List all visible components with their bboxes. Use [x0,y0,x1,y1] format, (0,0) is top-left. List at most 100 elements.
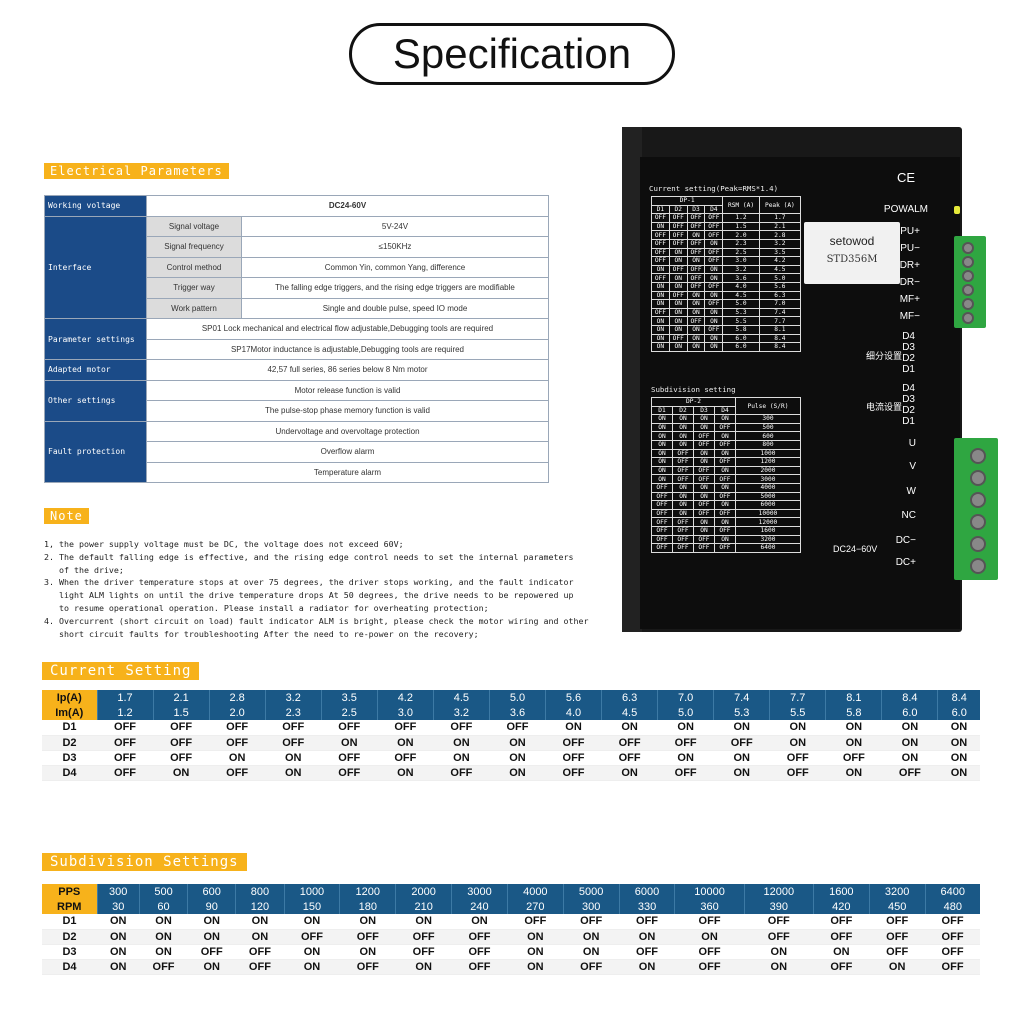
driver-current-cell: OFF [651,213,670,223]
driver-current-cell: OFF [668,221,688,232]
subdivision_setting-dip-cell: ON [284,959,340,975]
elec-group-label: Fault protection [44,420,147,483]
current_setting-dip-cell: OFF [825,750,882,766]
current_setting-dip-cell: ON [825,720,882,736]
driver-sub-cell: OFF [713,422,736,433]
dp1-label: DP-1 [650,196,724,206]
current_setting-dip-cell: ON [881,720,938,736]
driver-current-cell: 7.4 [758,307,802,318]
subdiv-dip-pin: D3 [902,342,915,353]
driver-current-cell: OFF [704,299,724,309]
driver-sub-cell: OFF [651,534,673,545]
subdivision_setting-header-value: 180 [339,899,396,914]
note-line: light ALM lights on until the drive temp… [44,590,574,601]
subdivision_setting-dip-cell: ON [563,929,620,945]
subdivision_setting-dip-cell: ON [235,929,285,945]
driver-current-cell: ON [704,238,724,249]
driver-current-cell: ON [651,221,670,232]
motor-pin-label: V [909,461,916,472]
terminal-screw [962,270,974,282]
dip-header: D4 [704,204,724,215]
subdivision_setting-dip-cell: ON [507,929,564,945]
driver-current-cell: 6.0 [722,333,760,344]
current_setting-dip-cell: OFF [209,720,266,736]
elec-value: Motor release function is valid [146,379,549,401]
driver-sub-cell: OFF [692,474,715,484]
motor-pin-label: NC [901,510,916,521]
driver-current-cell: ON [686,333,706,344]
current_setting-header-value: 4.5 [601,705,658,720]
driver-current-cell: 1.5 [722,221,760,232]
dip-header: D2 [668,204,688,215]
elec-value: Common Yin, common Yang, difference [241,256,549,278]
current_setting-header-value: 7.4 [713,690,770,705]
driver-current-cell: ON [668,307,688,318]
note-line: short circuit faults for troubleshooting… [44,628,479,639]
note-line: 4. Overcurrent (short circuit on load) f… [44,615,589,626]
driver-sub-cell: ON [713,448,736,459]
driver-sub-cell: ON [692,448,715,459]
current-setting-label: Current Setting [42,662,200,680]
current_setting-dip-cell: OFF [881,765,938,781]
subdivision_setting-header-value: 480 [924,899,980,914]
driver-sub-cell: ON [692,517,715,527]
current_setting-dip-label: D1 [42,720,97,736]
driver-current-cell: ON [651,299,670,309]
subdiv-dip-pin: D4 [902,331,915,342]
driver-sub-cell: OFF [671,465,694,476]
subdivision_setting-header-value: 300 [96,884,140,899]
driver-sub-cell: ON [671,431,694,441]
dp2-label: DP-2 [651,397,736,407]
subdivision_setting-dip-cell: OFF [451,929,508,945]
current_setting-dip-cell: ON [881,750,938,766]
terminal-screw [970,492,986,508]
driver-current-cell: 2.5 [722,247,760,258]
driver-current-cell: OFF [686,213,706,223]
current_setting-dip-cell: OFF [265,720,322,736]
subdivision_setting-header-value: 330 [618,899,675,914]
driver-sub-cell: 1200 [734,457,802,467]
subdivision_setting-dip-cell: ON [97,959,140,975]
driver-sub-cell: ON [713,500,736,510]
driver-sub-cell: ON [651,465,673,476]
current_setting-dip-cell: ON [937,735,980,751]
signal-pin-label: MF− [899,311,920,322]
driver-sub-cell: OFF [651,491,673,502]
current_setting-dip-cell: OFF [601,750,658,766]
current_setting-dip-cell: ON [377,765,434,781]
elec-row: Signal frequency≤150KHz [45,236,549,258]
current_setting-header-label: Ip(A) [42,690,97,705]
driver-current-cell: OFF [686,273,706,283]
driver-current-cell: 5.8 [722,324,760,335]
current-dip-pin: D3 [902,394,915,405]
subdivision_setting-dip-cell: ON [619,959,675,975]
subdivision_setting-dip-cell: ON [339,944,396,960]
driver-current-cell: OFF [668,213,688,223]
current_setting-header-value: 3.6 [488,705,546,720]
driver-current-cell: 2.8 [758,230,802,240]
subdivision_setting-dip-cell: ON [187,929,236,945]
subdivision_setting-header-value: 450 [868,899,926,914]
signal-pin-label: DR+ [899,260,920,271]
driver-sub-cell: ON [713,482,736,493]
current_setting-dip-label: D2 [42,735,97,751]
current-dip-pin: D4 [902,383,915,394]
current_setting-dip-cell: OFF [209,735,266,751]
driver-sub-cell: ON [692,422,715,433]
driver-sub-cell: ON [651,474,673,484]
current_setting-dip-cell: OFF [97,720,154,736]
current_setting-dip-cell: ON [545,720,602,736]
